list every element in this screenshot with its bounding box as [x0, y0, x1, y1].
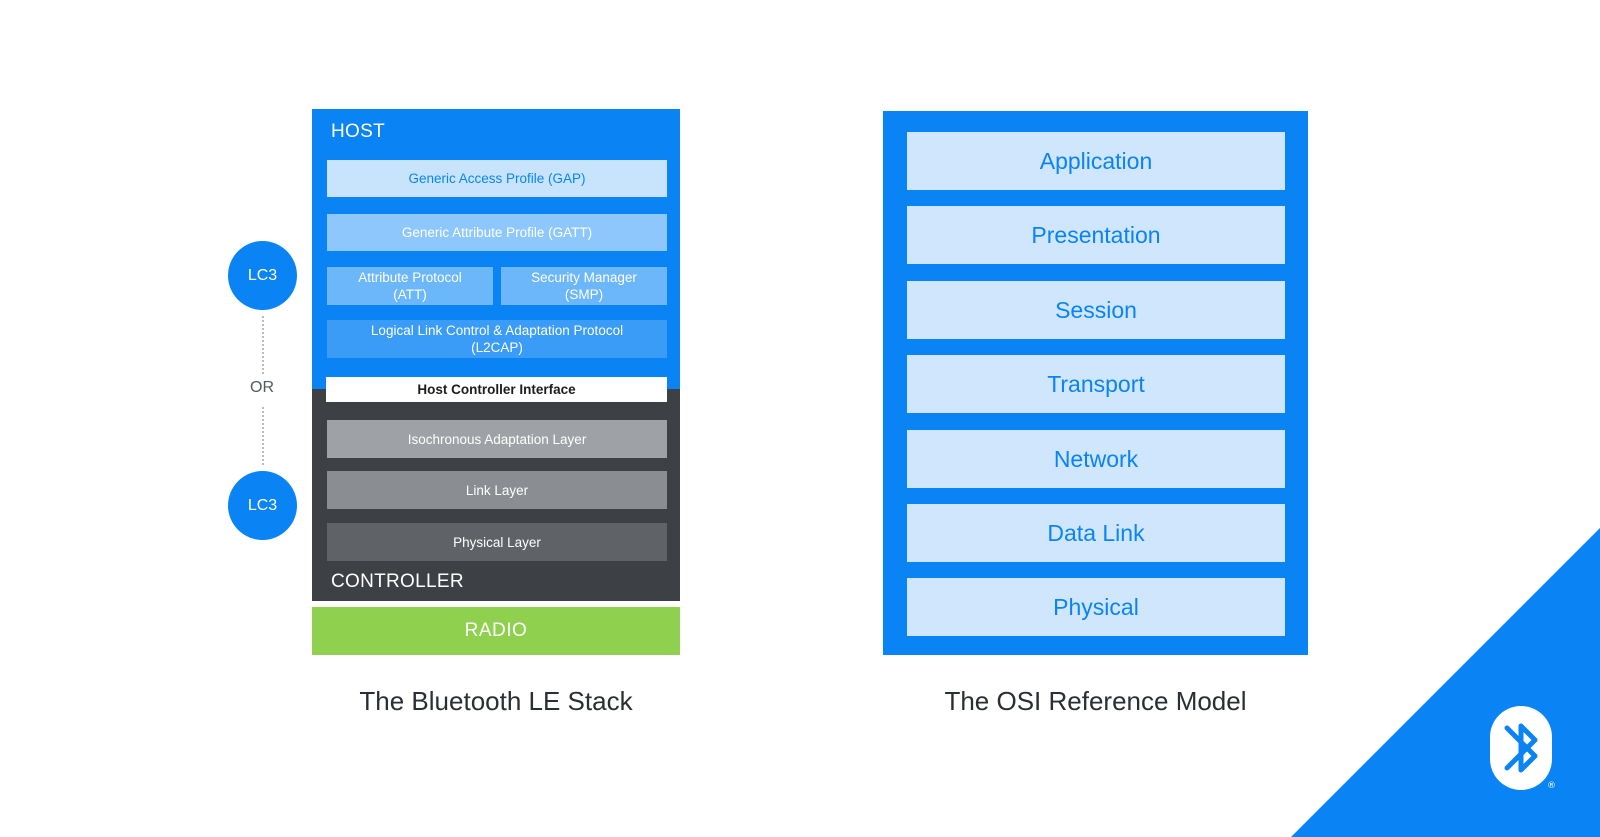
radio-block: RADIO — [312, 607, 680, 655]
controller-label: CONTROLLER — [331, 571, 464, 592]
osi-layer-physical: Physical — [907, 578, 1285, 636]
layer-isochronous-adaptation: Isochronous Adaptation Layer — [327, 420, 667, 458]
osi-layer-session: Session — [907, 281, 1285, 339]
layer-l2cap: Logical Link Control & Adaptation Protoc… — [327, 320, 667, 358]
host-controller-interface: Host Controller Interface — [326, 377, 667, 402]
layer-smp: Security Manager (SMP) — [501, 267, 667, 305]
lc3-marker-bottom: LC3 — [228, 471, 297, 540]
brand-triangle — [1291, 528, 1600, 837]
bluetooth-icon: ® — [1490, 706, 1556, 791]
osi-layer-presentation: Presentation — [907, 206, 1285, 264]
osi-layer-transport: Transport — [907, 355, 1285, 413]
dotted-connector-top — [262, 316, 264, 374]
osi-layer-application: Application — [907, 132, 1285, 190]
ble-stack-caption: The Bluetooth LE Stack — [359, 686, 633, 716]
osi-model-caption: The OSI Reference Model — [944, 686, 1247, 716]
osi-layer-data-link: Data Link — [907, 504, 1285, 562]
host-label: HOST — [331, 121, 385, 142]
layer-link: Link Layer — [327, 471, 667, 509]
dotted-connector-bottom — [262, 407, 264, 465]
lc3-marker-top: LC3 — [228, 241, 297, 310]
or-label: OR — [250, 379, 274, 396]
svg-text:®: ® — [1547, 781, 1556, 791]
osi-layer-network: Network — [907, 430, 1285, 488]
layer-gap: Generic Access Profile (GAP) — [327, 160, 667, 197]
layer-gatt: Generic Attribute Profile (GATT) — [327, 214, 667, 251]
layer-physical: Physical Layer — [327, 523, 667, 561]
layer-att: Attribute Protocol (ATT) — [327, 267, 493, 305]
